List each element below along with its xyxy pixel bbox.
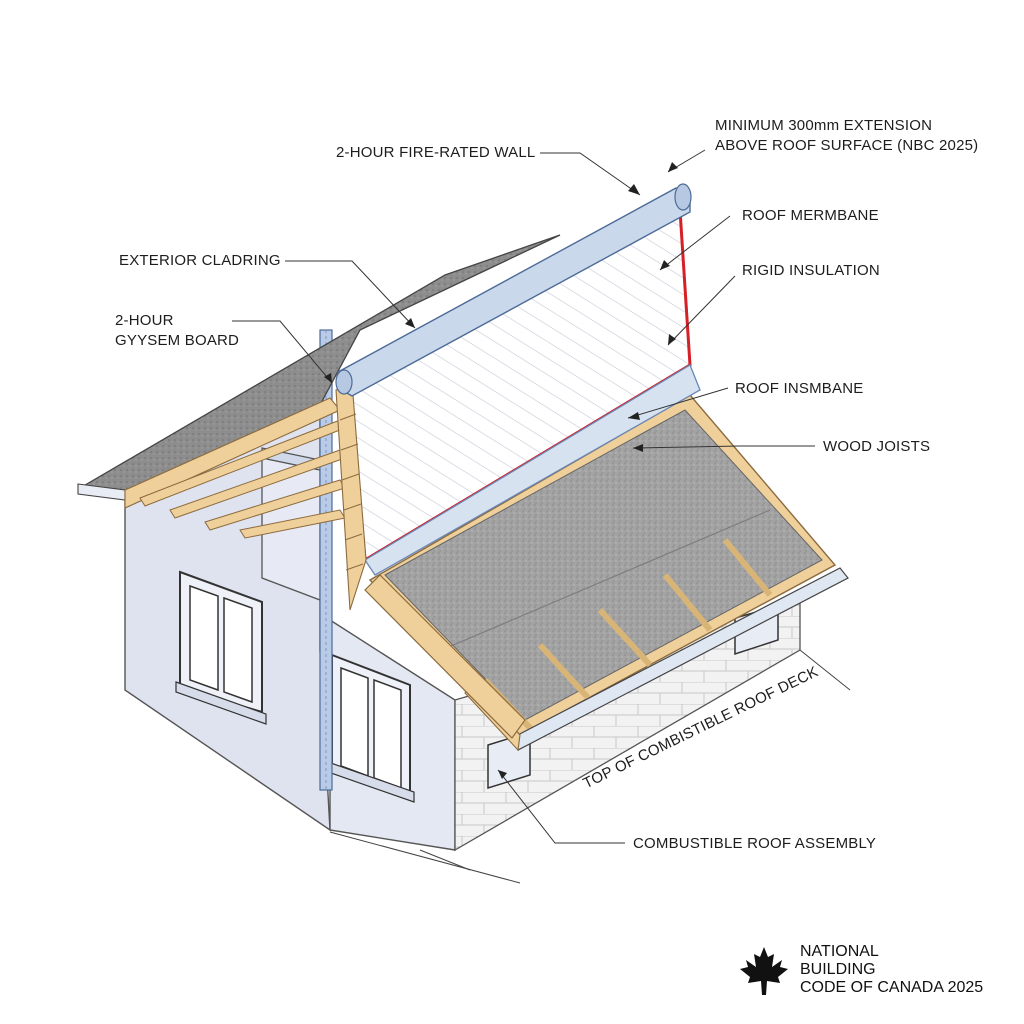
fire-wall <box>335 183 701 611</box>
label-extension: MINIMUM 300mm EXTENSION ABOVE ROOF SURFA… <box>715 116 978 156</box>
right-roof <box>364 394 849 752</box>
label-gypsum-board: 2-HOUR GYYSEM BOARD <box>115 311 239 351</box>
logo-line1: NATIONAL <box>800 943 879 960</box>
label-fire-wall: 2-HOUR FIRE-RATED WALL <box>336 143 535 163</box>
window-right <box>327 653 415 803</box>
label-rigid-insulation-text: RIGID INSULATION <box>742 262 880 279</box>
label-extension-line1: MINIMUM 300mm EXTENSION <box>715 117 933 134</box>
label-roof-assembly: COMBUSTIBLE ROOF ASSEMBLY <box>633 834 876 854</box>
label-fire-wall-text: 2-HOUR FIRE-RATED WALL <box>336 144 536 161</box>
label-wood-joists-text: WOOD JOISTS <box>823 438 931 455</box>
label-gypsum-board-line1: 2-HOUR <box>115 312 174 329</box>
downspout <box>319 329 333 791</box>
label-roof-insmbane: ROOF INSMBANE <box>735 379 863 399</box>
label-exterior-cladding-text: EXTERIOR CLADRING <box>119 252 281 269</box>
label-roof-assembly-text: COMBUSTIBLE ROOF ASSEMBLY <box>633 835 877 852</box>
nbc-logo-text: NATIONAL BUILDING CODE OF CANADA 2025 <box>800 943 983 997</box>
left-roof <box>77 234 561 539</box>
ground-lines <box>329 649 851 884</box>
leader-arrowheads <box>324 162 678 779</box>
label-extension-line2: ABOVE ROOF SURFACE (NBC 2025) <box>715 137 979 154</box>
label-gypsum-board-line2: GYYSEM BOARD <box>115 332 240 349</box>
label-roof-membrane: ROOF MERMBANE <box>742 206 879 226</box>
label-roof-membrane-text: ROOF MERMBANE <box>742 207 879 224</box>
label-wood-joists: WOOD JOISTS <box>823 437 930 457</box>
logo-line3: CODE OF CANADA 2025 <box>800 979 984 996</box>
maple-leaf-icon <box>740 947 788 995</box>
logo-line2: BUILDING <box>800 961 876 978</box>
window-left <box>175 570 267 725</box>
label-rigid-insulation: RIGID INSULATION <box>742 261 880 281</box>
label-roof-insmbane-text: ROOF INSMBANE <box>735 380 864 397</box>
label-exterior-cladding: EXTERIOR CLADRING <box>119 251 281 271</box>
